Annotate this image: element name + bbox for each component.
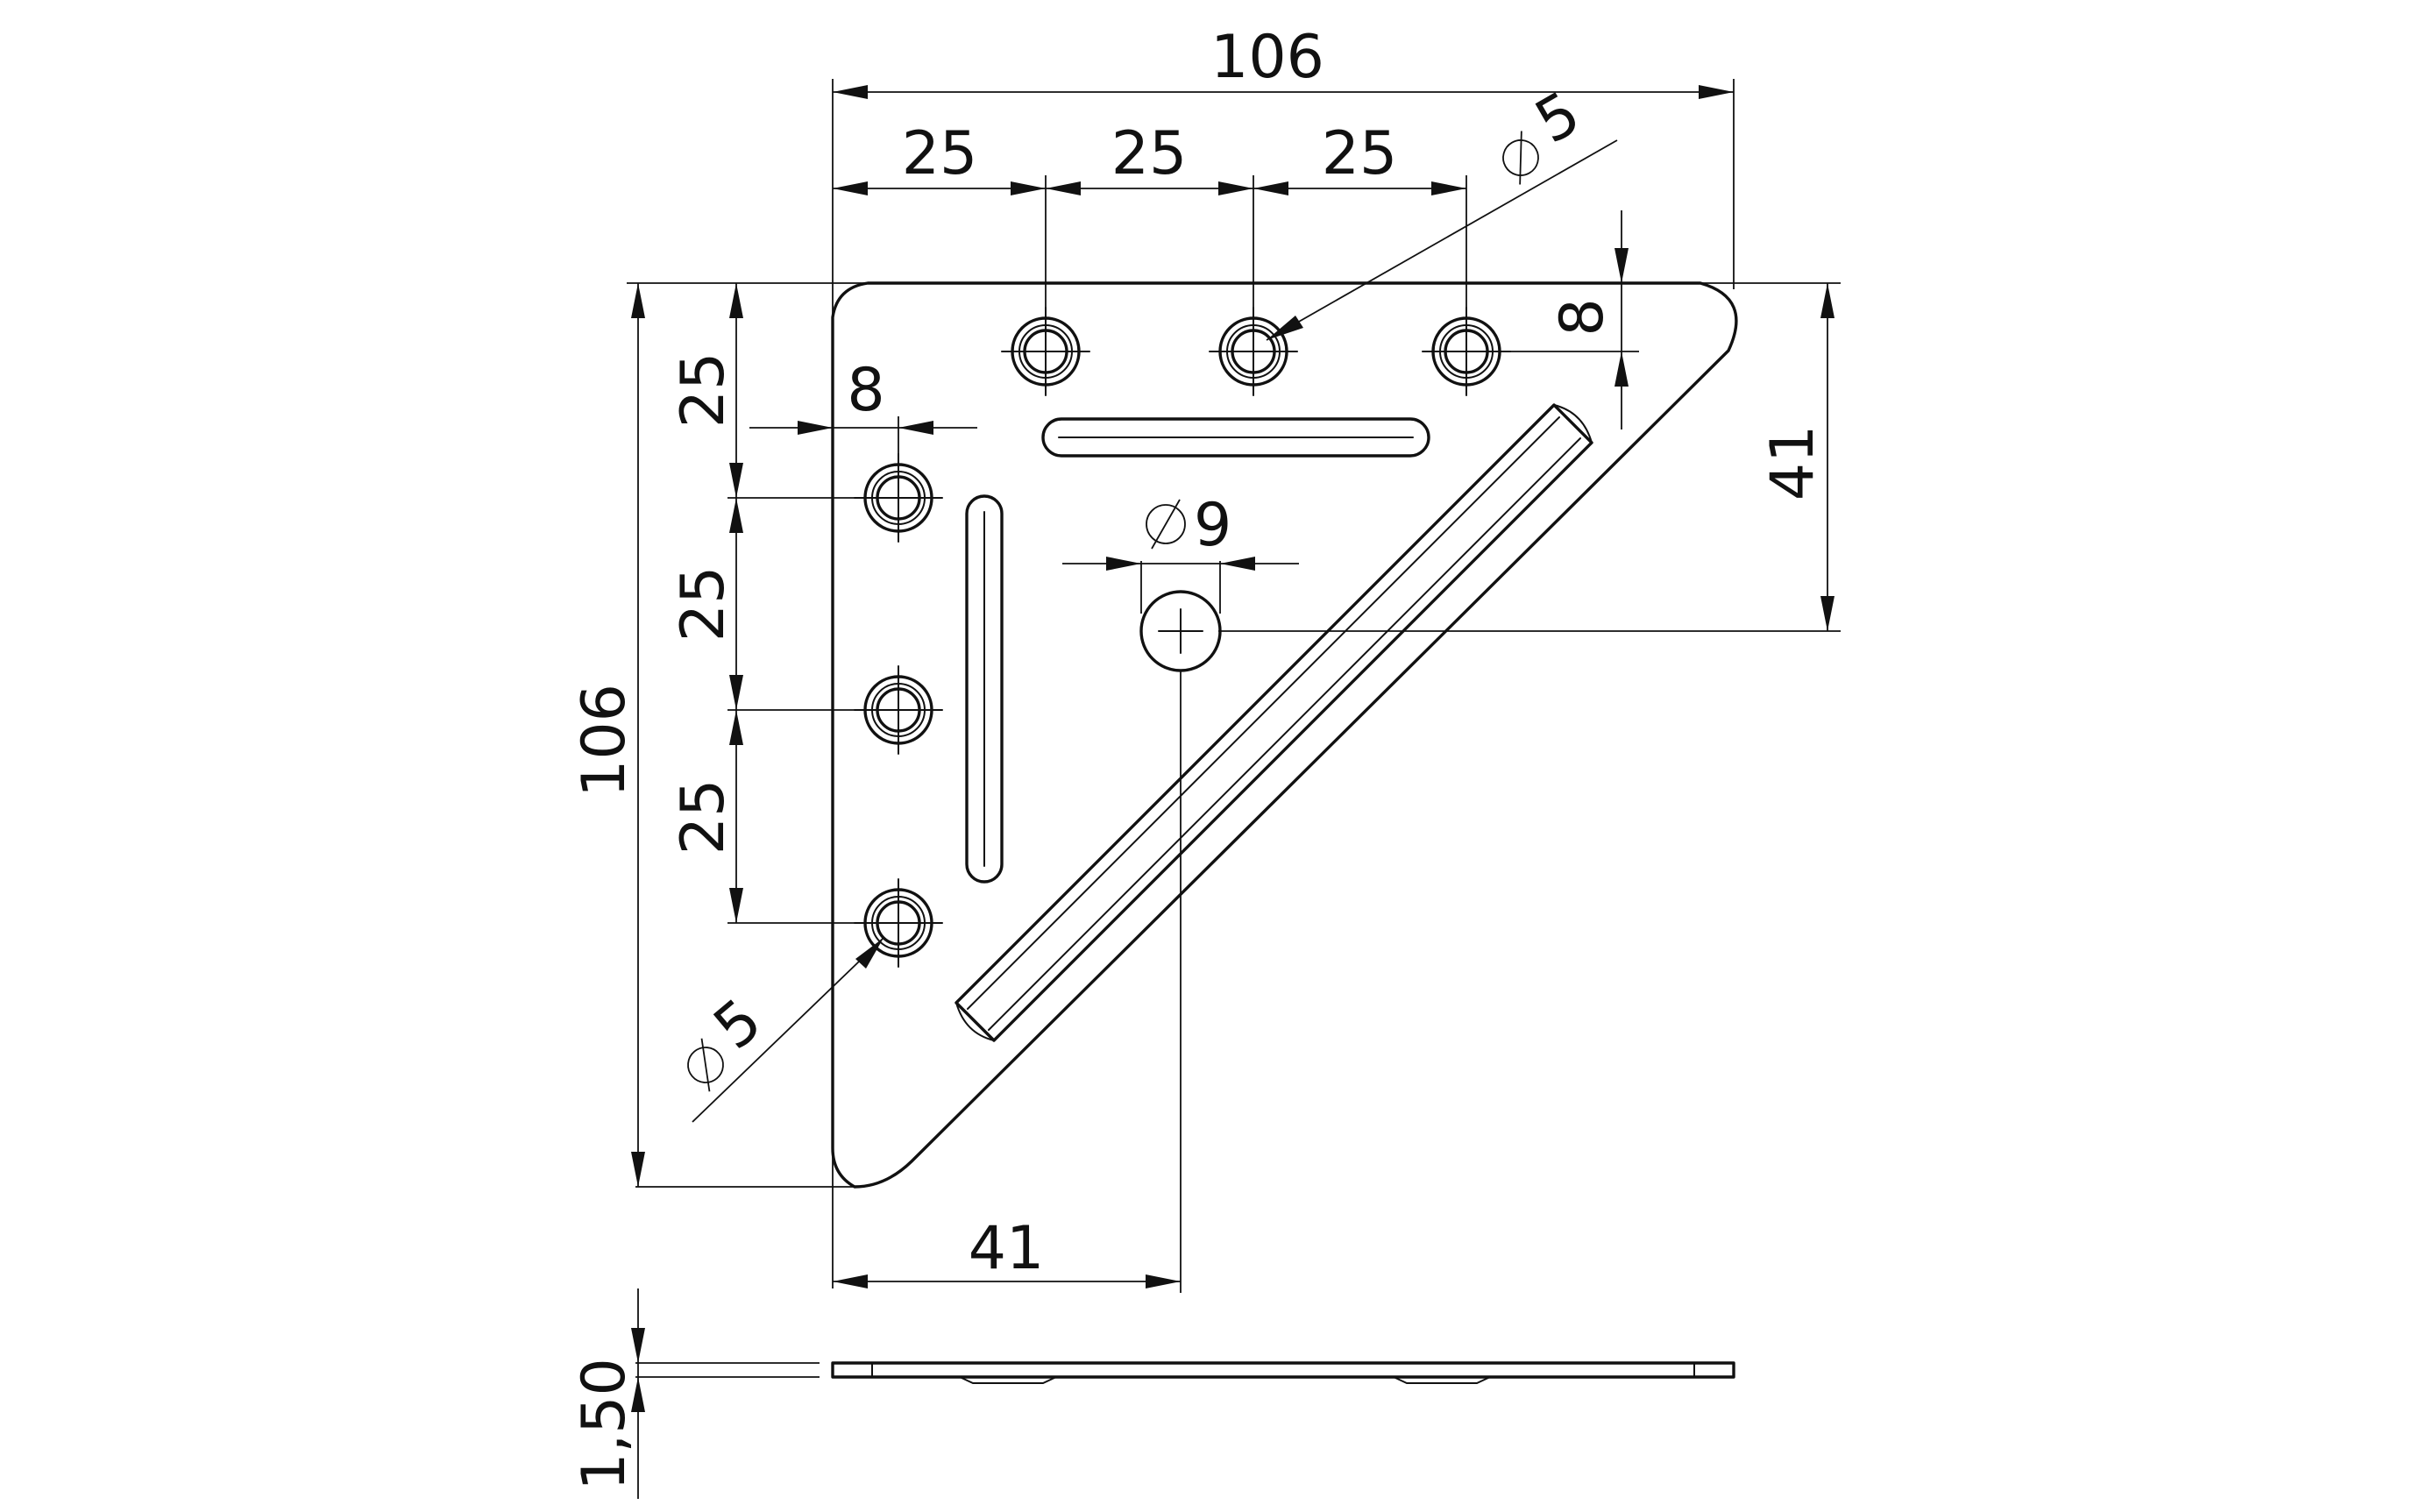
extension-lines xyxy=(627,79,1841,1378)
dim-text-top-pitch-2: 25 xyxy=(1111,119,1188,188)
hole-top-3 xyxy=(1421,306,1512,397)
dim-text-hole-dia-left: 5 xyxy=(701,986,775,1063)
dim-left-pitch: 25 25 25 xyxy=(669,283,743,923)
dim-text-thickness: 1,50 xyxy=(570,1358,639,1490)
dim-overall-height: 106 xyxy=(570,283,645,1187)
dim-text-center-hole-dia: 9 xyxy=(1194,491,1231,560)
dim-text-left-pitch-3: 25 xyxy=(669,779,738,855)
dim-top-pitch: 25 25 25 xyxy=(833,119,1466,195)
dim-text-top-pitch-1: 25 xyxy=(902,119,978,188)
dim-text-edge-offset-top: 8 xyxy=(1548,298,1617,336)
dim-text-center-offset-right: 41 xyxy=(1758,425,1827,501)
hole-top-2 xyxy=(1208,306,1299,397)
slot-diagonal xyxy=(955,403,1593,1042)
plate-outline xyxy=(831,281,1738,1189)
dim-center-offset-right: 41 xyxy=(1758,283,1835,631)
dim-thickness: 1,50 xyxy=(570,1288,645,1499)
dim-text-edge-offset-left: 8 xyxy=(847,356,884,425)
dim-text-left-pitch-2: 25 xyxy=(669,566,738,642)
dim-text-overall-height: 106 xyxy=(570,684,639,798)
slot-vertical xyxy=(965,494,1004,884)
dim-hole-dia-left: 5 xyxy=(687,937,884,1123)
dim-center-offset-bottom: 41 xyxy=(833,1214,1181,1288)
dim-text-overall-width: 106 xyxy=(1210,23,1324,92)
dim-center-hole-dia: 9 xyxy=(1062,491,1299,571)
side-view xyxy=(831,1361,1735,1384)
dim-edge-offset-top: 8 xyxy=(1548,210,1629,429)
center-hole xyxy=(1139,590,1222,672)
dim-overall-width: 106 xyxy=(833,23,1734,99)
slot-horizontal xyxy=(1041,417,1430,458)
dim-text-center-offset-bottom: 41 xyxy=(969,1214,1045,1283)
diameter-symbol xyxy=(687,1038,724,1092)
diameter-symbol xyxy=(1146,499,1186,550)
dim-text-top-pitch-3: 25 xyxy=(1322,119,1398,188)
diameter-symbol xyxy=(1502,131,1539,185)
dim-edge-offset-left: 8 xyxy=(749,356,977,435)
dim-text-left-pitch-1: 25 xyxy=(669,352,738,429)
hole-top-1 xyxy=(1000,306,1091,397)
